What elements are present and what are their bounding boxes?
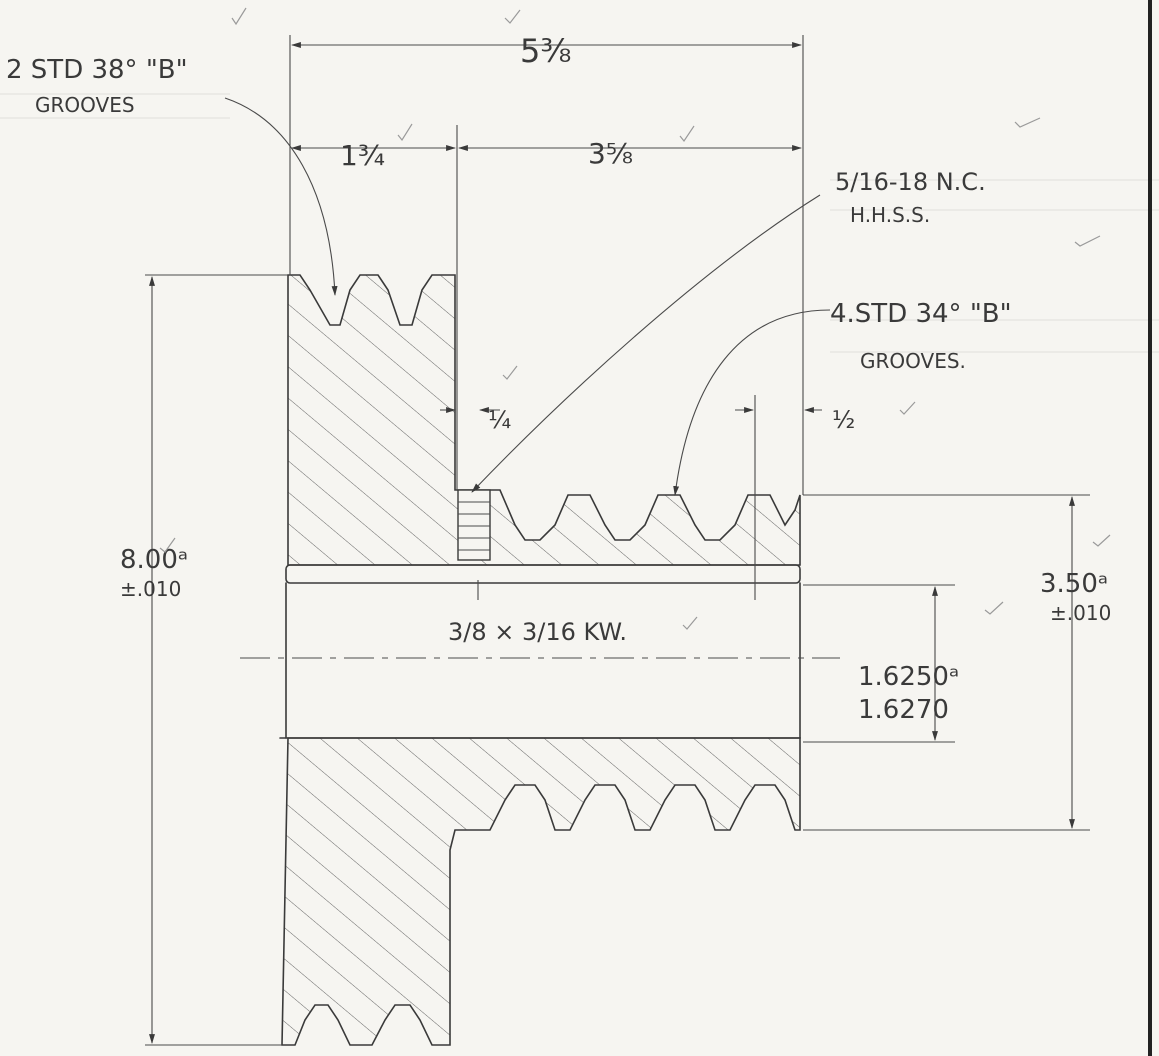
note-grooves-34-line2: GROOVES.	[860, 349, 966, 373]
guide-lines	[0, 93, 1159, 353]
dim-left-hub: 1¾	[340, 139, 385, 172]
notes: 2 STD 38° "B" GROOVES 5/16-18 N.C. H.H.S…	[6, 55, 1012, 646]
dim-outer-diameter: 8.00ᵃ	[120, 545, 188, 575]
note-grooves-34-line1: 4.STD 34° "B"	[830, 299, 1012, 329]
dim-bore-max: 1.6250ᵃ	[858, 662, 959, 692]
note-setscrew-line2: H.H.S.S.	[850, 203, 930, 227]
bore-outline	[240, 564, 840, 739]
dim-inner-diameter: 3.50ᵃ	[1040, 569, 1108, 599]
check-marks	[159, 7, 1111, 630]
dim-outer-tolerance: ±.010	[120, 577, 181, 601]
upper-section	[287, 274, 801, 566]
note-keyway: 3/8 × 3/16 KW.	[448, 618, 627, 646]
note-grooves-38-line2: GROOVES	[35, 93, 135, 117]
section-hatching	[281, 274, 801, 1046]
dim-half-offset: ½	[832, 406, 855, 434]
dim-quarter-offset: ¼	[488, 406, 511, 434]
extension-lines	[145, 35, 1090, 1046]
dim-right-hub: 3⅝	[588, 137, 633, 170]
dimension-lines	[149, 42, 1075, 1044]
dimension-text: 5⅜ 1¾ 3⅝ ¼ ½ 8.00ᵃ ±.010 3.50ᵃ ±.010 1.6…	[120, 32, 1111, 725]
dim-inner-tolerance: ±.010	[1050, 601, 1111, 625]
dim-overall-width: 5⅜	[520, 32, 571, 70]
note-grooves-38-line1: 2 STD 38° "B"	[6, 55, 188, 85]
leader-lines	[224, 97, 831, 496]
lower-section	[281, 737, 801, 1046]
note-setscrew-line1: 5/16-18 N.C.	[835, 168, 986, 196]
dim-bore-min: 1.6270	[858, 695, 949, 725]
